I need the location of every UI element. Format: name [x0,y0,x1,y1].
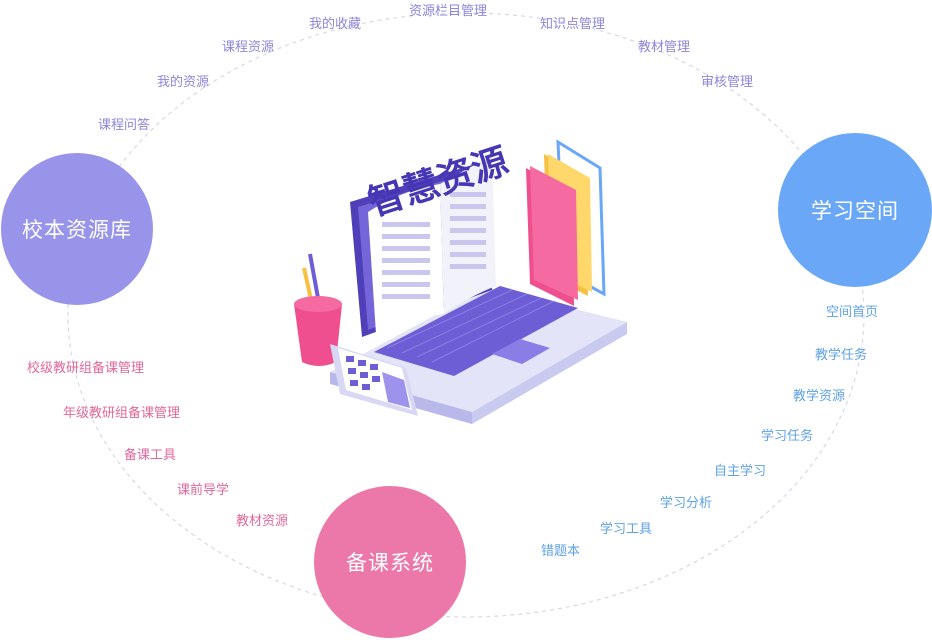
hub-school-resources[interactable]: 校本资源库 [1,153,153,305]
book-stack [526,139,606,306]
right-item-self-study[interactable]: 自主学习 [714,464,767,479]
top-item-textbook-manage[interactable]: 教材管理 [638,40,691,55]
right-item-teaching-tasks[interactable]: 教学任务 [815,348,868,363]
hub-lesson-prep[interactable]: 备课系统 [314,486,466,638]
pencil-cup [294,253,342,366]
right-item-teaching-res[interactable]: 教学资源 [793,389,846,404]
top-item-course-qa[interactable]: 课程问答 [98,118,151,133]
left-item-school-prep-manage[interactable]: 校级教研组备课管理 [27,361,145,376]
left-item-textbook-resources[interactable]: 教材资源 [236,514,289,529]
top-item-course-resources[interactable]: 课程资源 [222,40,275,55]
right-item-mistake-book[interactable]: 错题本 [541,544,581,559]
trackpad [492,339,550,364]
calculator [330,344,418,416]
top-item-knowledge-manage[interactable]: 知识点管理 [540,17,606,32]
top-item-review-manage[interactable]: 审核管理 [701,75,754,90]
left-item-grade-prep-manage[interactable]: 年级教研组备课管理 [63,406,181,421]
left-item-pre-class-guide[interactable]: 课前导学 [177,483,230,498]
right-item-learning-tasks[interactable]: 学习任务 [761,429,814,444]
top-item-my-resources[interactable]: 我的资源 [157,75,210,90]
smart-resource-illustration: 智慧资源 [294,139,627,424]
top-item-my-favorites[interactable]: 我的收藏 [309,17,362,32]
top-item-column-manage[interactable]: 资源栏目管理 [409,4,488,19]
right-item-learning-analysis[interactable]: 学习分析 [660,496,713,511]
right-item-learning-tools[interactable]: 学习工具 [600,522,653,537]
right-item-space-home[interactable]: 空间首页 [826,305,879,320]
hub-learning-space[interactable]: 学习空间 [778,133,932,287]
left-item-prep-tools[interactable]: 备课工具 [124,448,177,463]
